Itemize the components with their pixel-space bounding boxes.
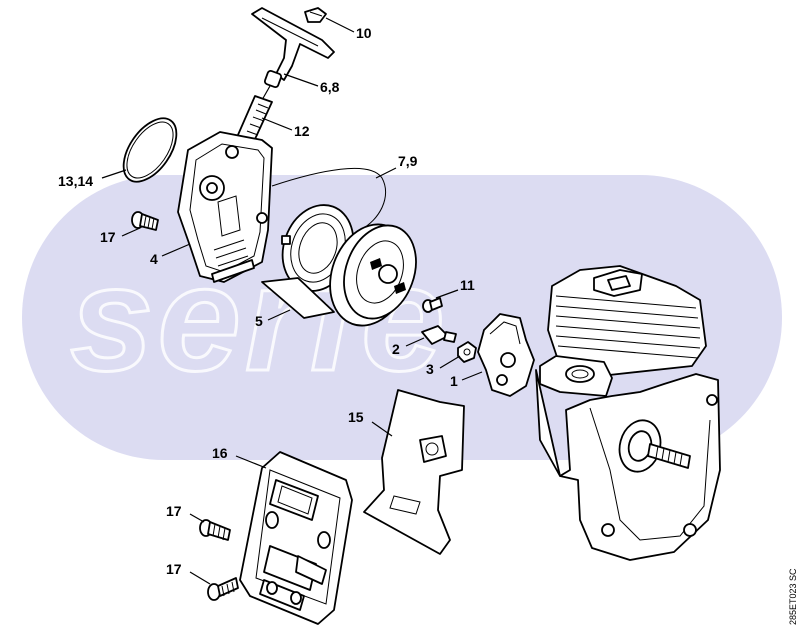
callout-4: 4	[150, 251, 158, 267]
part-10-grip-insert	[304, 7, 327, 23]
callout-10: 10	[356, 25, 372, 41]
callout-6-8: 6,8	[320, 79, 340, 95]
callout-11: 11	[460, 277, 475, 293]
part-17-screw-middle	[199, 519, 231, 541]
part-17-screw-upper	[131, 211, 159, 231]
callout-15: 15	[348, 409, 364, 425]
callout-17-upper: 17	[100, 229, 116, 245]
callout-labels: 10 6,8 12 13,14 7,9 17 4 11 5 2 3 1 15 1…	[58, 25, 475, 577]
callout-1: 1	[450, 373, 458, 389]
callout-7-9: 7,9	[398, 153, 418, 169]
part-11-screw	[422, 297, 443, 313]
callout-12: 12	[294, 123, 310, 139]
leader-lines	[101, 17, 483, 585]
callout-17-middle: 17	[166, 503, 182, 519]
part-2-plug-terminal	[421, 325, 457, 345]
engine-cylinder-crankcase	[535, 265, 721, 561]
part-3-nut	[457, 341, 477, 363]
part-17-screw-lower	[207, 577, 239, 601]
callout-5: 5	[255, 313, 263, 329]
callout-13-14: 13,14	[58, 173, 93, 189]
callout-17-lower: 17	[166, 561, 182, 577]
callout-2: 2	[392, 341, 400, 357]
part-15-heat-shield	[363, 389, 465, 555]
drawing-code: 285ET023 SC	[788, 568, 798, 625]
part-13-14-o-ring	[122, 117, 178, 183]
callout-3: 3	[426, 361, 434, 377]
part-6-8-starter-grip	[251, 7, 335, 101]
callout-16: 16	[212, 445, 228, 461]
part-7-9-rope-rotor	[329, 223, 417, 327]
part-4-fan-housing	[177, 131, 387, 283]
part-16-muffler	[239, 451, 353, 625]
part-1-ignition-module	[477, 313, 535, 397]
